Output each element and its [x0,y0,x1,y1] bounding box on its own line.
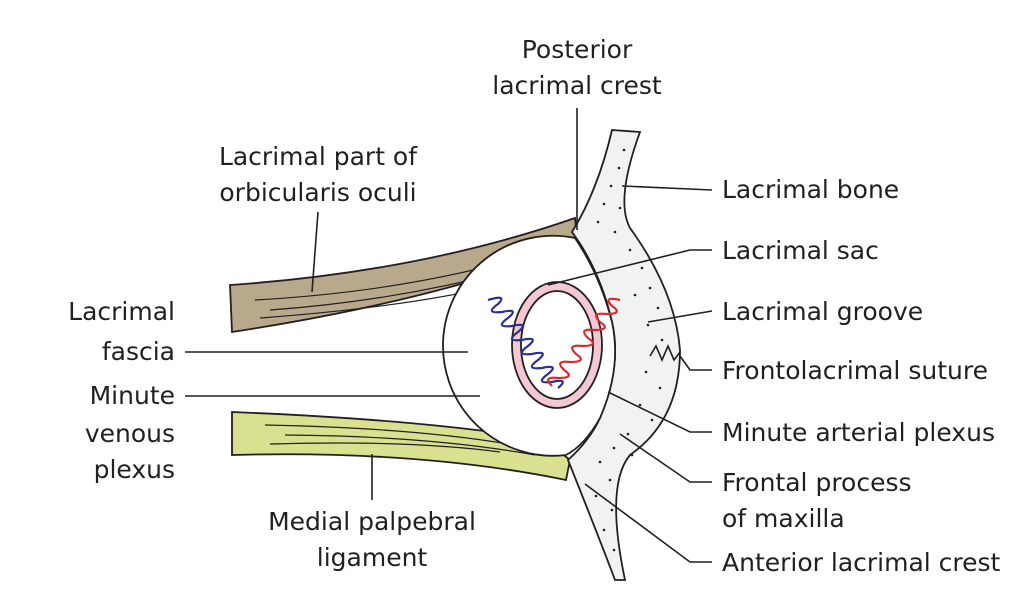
label-posterior-lacrimal-crest-line2: lacrimal crest [492,71,662,100]
bone-stipple [594,148,664,552]
leader-lines [185,108,713,563]
arterial-plexus-coil [547,297,621,387]
label-frontal-process-line1: Frontal process [722,468,912,497]
label-lacrimal-fascia-line2: fascia [102,337,175,366]
label-venous-plexus-line1: Minute [90,381,175,410]
ligament-fibres [264,424,536,456]
label-lacrimal-fascia-line1: Lacrimal [68,297,175,326]
label-venous-plexus-line3: plexus [94,455,175,484]
medial-palpebral-ligament-band [231,411,571,482]
frontolacrimal-suture-mark [649,343,681,363]
label-orbicularis-line1: Lacrimal part of [219,142,418,171]
label-lacrimal-groove: Lacrimal groove [722,297,923,326]
label-venous-plexus-line2: venous [85,419,175,448]
label-medial-palpebral-line2: ligament [317,543,428,572]
label-lacrimal-sac: Lacrimal sac [722,236,879,265]
label-arterial-plexus: Minute arterial plexus [722,418,995,447]
label-frontal-process-line2: of maxilla [722,504,845,533]
label-anterior-lacrimal-crest: Anterior lacrimal crest [722,548,1001,577]
label-medial-palpebral-line1: Medial palpebral [268,507,476,536]
label-frontolacrimal-suture: Frontolacrimal suture [722,356,988,385]
label-lacrimal-bone: Lacrimal bone [722,175,899,204]
venous-plexus-coil [487,296,564,389]
label-orbicularis-line2: orbicularis oculi [219,178,416,207]
label-posterior-lacrimal-crest-line1: Posterior [522,35,633,64]
